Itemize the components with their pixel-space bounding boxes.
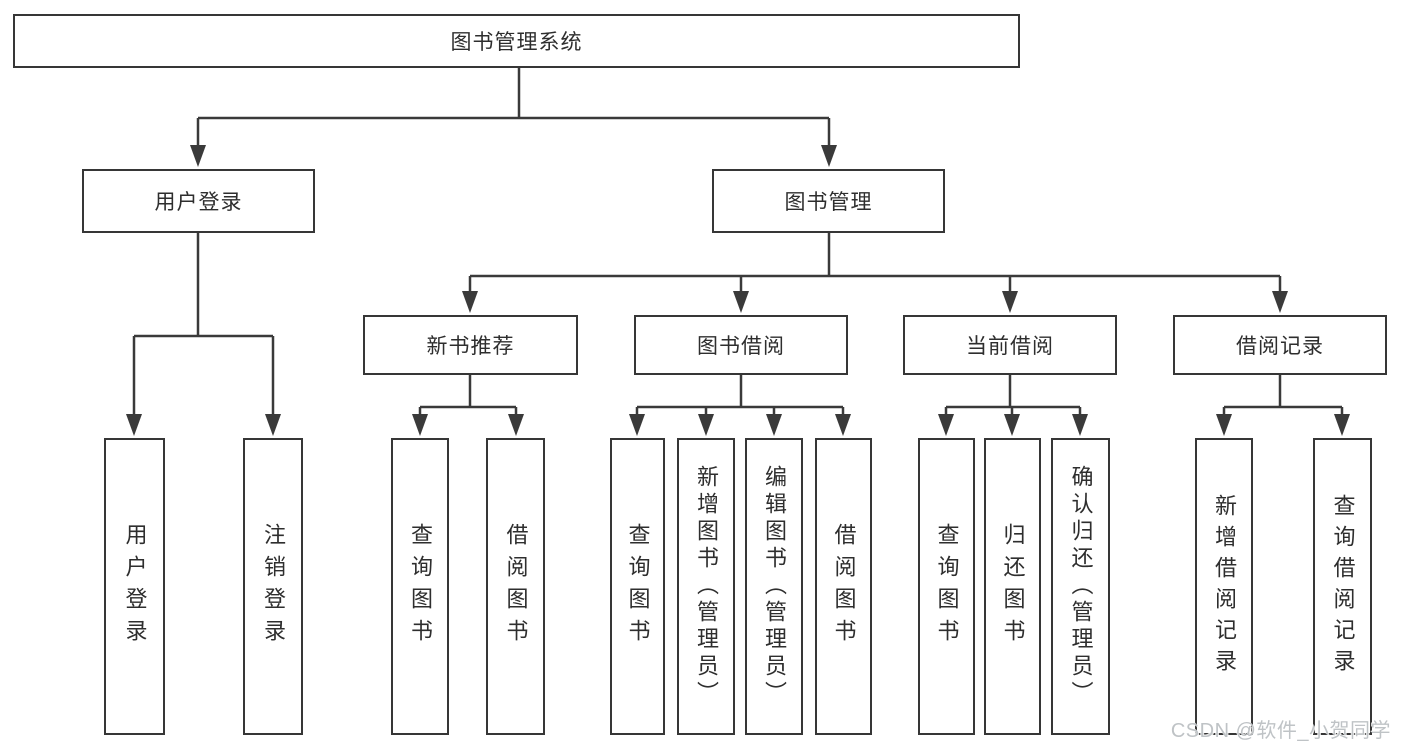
leaf-query-borrow-record: 查询借阅记录 — [1313, 438, 1372, 735]
leaf-add-books-admin: 新增图书（管理员） — [677, 438, 735, 735]
leaf-query-books-2-label: 查询图书 — [625, 522, 651, 651]
leaf-add-borrow-record: 新增借阅记录 — [1195, 438, 1253, 735]
leaf-query-books-3: 查询图书 — [918, 438, 975, 735]
leaf-confirm-return-admin-label: 确认归还（管理员） — [1068, 465, 1094, 708]
leaf-return-books: 归还图书 — [984, 438, 1041, 735]
leaf-query-books-1-label: 查询图书 — [408, 522, 433, 651]
node-book-management-branch: 图书管理 — [712, 169, 945, 233]
leaf-add-borrow-record-label: 新增借阅记录 — [1212, 493, 1237, 680]
node-borrow-records: 借阅记录 — [1173, 315, 1387, 375]
node-book-management-branch-label: 图书管理 — [784, 191, 873, 214]
leaf-edit-books-admin: 编辑图书（管理员） — [745, 438, 803, 735]
node-new-book-recommend: 新书推荐 — [363, 315, 578, 375]
node-borrow-records-label: 借阅记录 — [1236, 335, 1324, 358]
leaf-logout: 注销登录 — [243, 438, 303, 735]
leaf-query-books-1: 查询图书 — [391, 438, 449, 735]
connector-stroke-group — [132, 68, 1344, 417]
node-current-borrow-label: 当前借阅 — [966, 335, 1054, 358]
leaf-return-books-label: 归还图书 — [1000, 522, 1026, 651]
leaf-borrow-books-2-label: 借阅图书 — [831, 522, 857, 651]
leaf-confirm-return-admin: 确认归还（管理员） — [1051, 438, 1110, 735]
node-user-login-branch-label: 用户登录 — [154, 191, 243, 214]
leaf-query-books-3-label: 查询图书 — [934, 522, 960, 651]
node-user-login-branch: 用户登录 — [82, 169, 315, 233]
node-new-book-recommend-label: 新书推荐 — [426, 335, 515, 358]
leaf-user-login: 用户登录 — [104, 438, 165, 735]
leaf-edit-books-admin-label: 编辑图书（管理员） — [762, 465, 787, 708]
node-book-borrow-label: 图书借阅 — [697, 335, 785, 358]
leaf-query-books-2: 查询图书 — [610, 438, 665, 735]
node-current-borrow: 当前借阅 — [903, 315, 1117, 375]
leaf-add-books-admin-label: 新增图书（管理员） — [694, 465, 719, 708]
node-root-label: 图书管理系统 — [450, 31, 583, 54]
node-root: 图书管理系统 — [13, 14, 1020, 68]
arrowhead-group — [126, 145, 1350, 436]
leaf-borrow-books-1: 借阅图书 — [486, 438, 545, 735]
leaf-user-login-label: 用户登录 — [122, 522, 148, 651]
leaf-query-borrow-record-label: 查询借阅记录 — [1330, 493, 1356, 680]
leaf-borrow-books-2: 借阅图书 — [815, 438, 872, 735]
csdn-watermark: CSDN @软件_小贺同学 — [1170, 720, 1391, 742]
leaf-logout-label: 注销登录 — [261, 522, 286, 651]
leaf-borrow-books-1-label: 借阅图书 — [503, 522, 529, 651]
node-book-borrow: 图书借阅 — [634, 315, 848, 375]
